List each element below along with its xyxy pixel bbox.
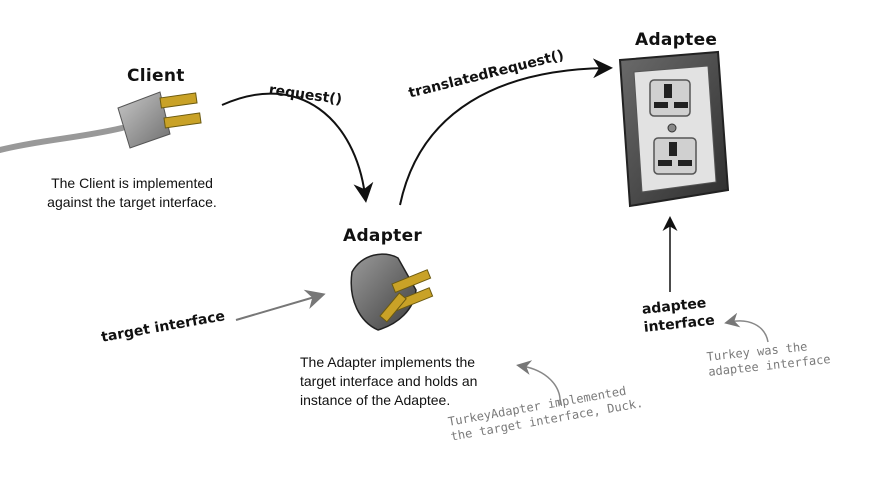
adapter-description-line: target interface and holds an	[300, 373, 478, 389]
adaptee-interface-label: adaptee interface	[641, 294, 716, 337]
translated-request-arrow	[399, 58, 613, 206]
adaptee-title: Adaptee	[635, 30, 718, 50]
client-title: Client	[127, 66, 185, 86]
client-description-line: The Client is implemented	[51, 175, 213, 191]
client-plug-illustration	[0, 91, 202, 153]
adapter-description-line: instance of the Adaptee.	[300, 392, 451, 408]
turkey-note-arrow	[724, 312, 769, 343]
adapter-title: Adapter	[343, 226, 423, 246]
adapter-plug-illustration	[350, 253, 434, 331]
adapter-description-line: The Adapter implements the	[300, 354, 476, 370]
turkey-adapter-note-arrow	[516, 360, 561, 406]
adapter-description: The Adapter implements the target interf…	[300, 353, 540, 410]
target-interface-arrow	[235, 289, 326, 321]
request-arrow	[221, 92, 374, 203]
adaptee-outlet-illustration	[618, 50, 730, 208]
client-description: The Client is implemented against the ta…	[32, 174, 232, 212]
client-description-line: against the target interface.	[47, 194, 217, 210]
